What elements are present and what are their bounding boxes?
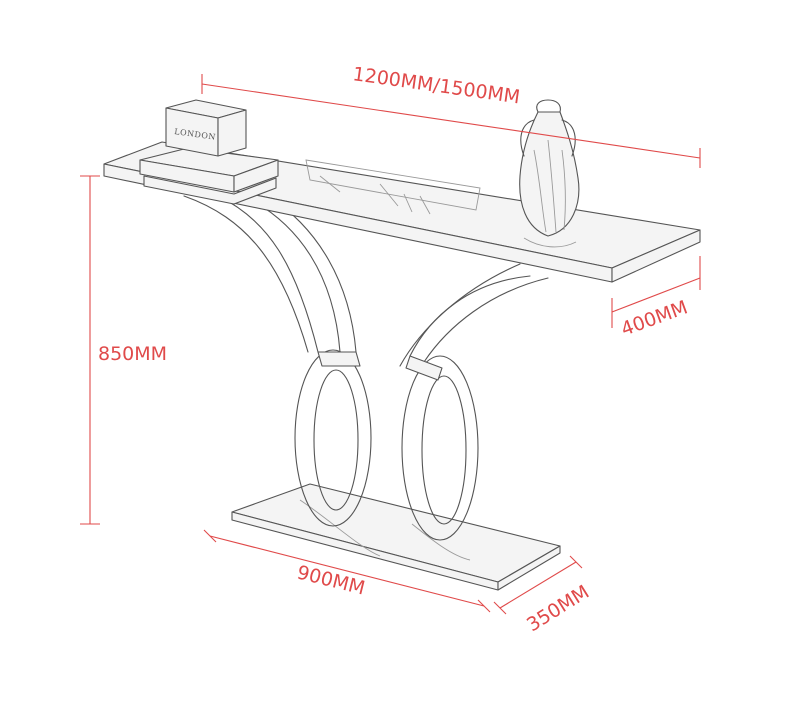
vase bbox=[519, 99, 580, 248]
dimension-base-width-tick-left bbox=[203, 529, 217, 543]
table-base bbox=[231, 483, 561, 591]
dimension-base-width-tick-right bbox=[477, 599, 491, 613]
dimension-height: 850MM bbox=[80, 175, 167, 525]
dimension-height-label: 850MM bbox=[98, 343, 167, 365]
dimension-base-width-line bbox=[209, 535, 485, 607]
dimension-base-depth-tick-left bbox=[493, 601, 507, 615]
dimension-depth-top-line bbox=[611, 277, 701, 313]
dimension-depth-top-label: 400MM bbox=[618, 296, 690, 340]
dimension-base-depth-tick-right bbox=[569, 555, 583, 569]
dimension-width-label: 1200MM/1500MM bbox=[351, 63, 521, 108]
dimension-width: 1200MM/1500MM bbox=[201, 63, 701, 168]
dimension-base-depth-label: 350MM bbox=[523, 581, 593, 636]
dimension-width-line bbox=[201, 83, 701, 159]
console-table-sketch: LONDON bbox=[103, 99, 701, 591]
books-and-box: LONDON bbox=[139, 99, 279, 205]
dimension-base-depth-line bbox=[499, 561, 577, 609]
